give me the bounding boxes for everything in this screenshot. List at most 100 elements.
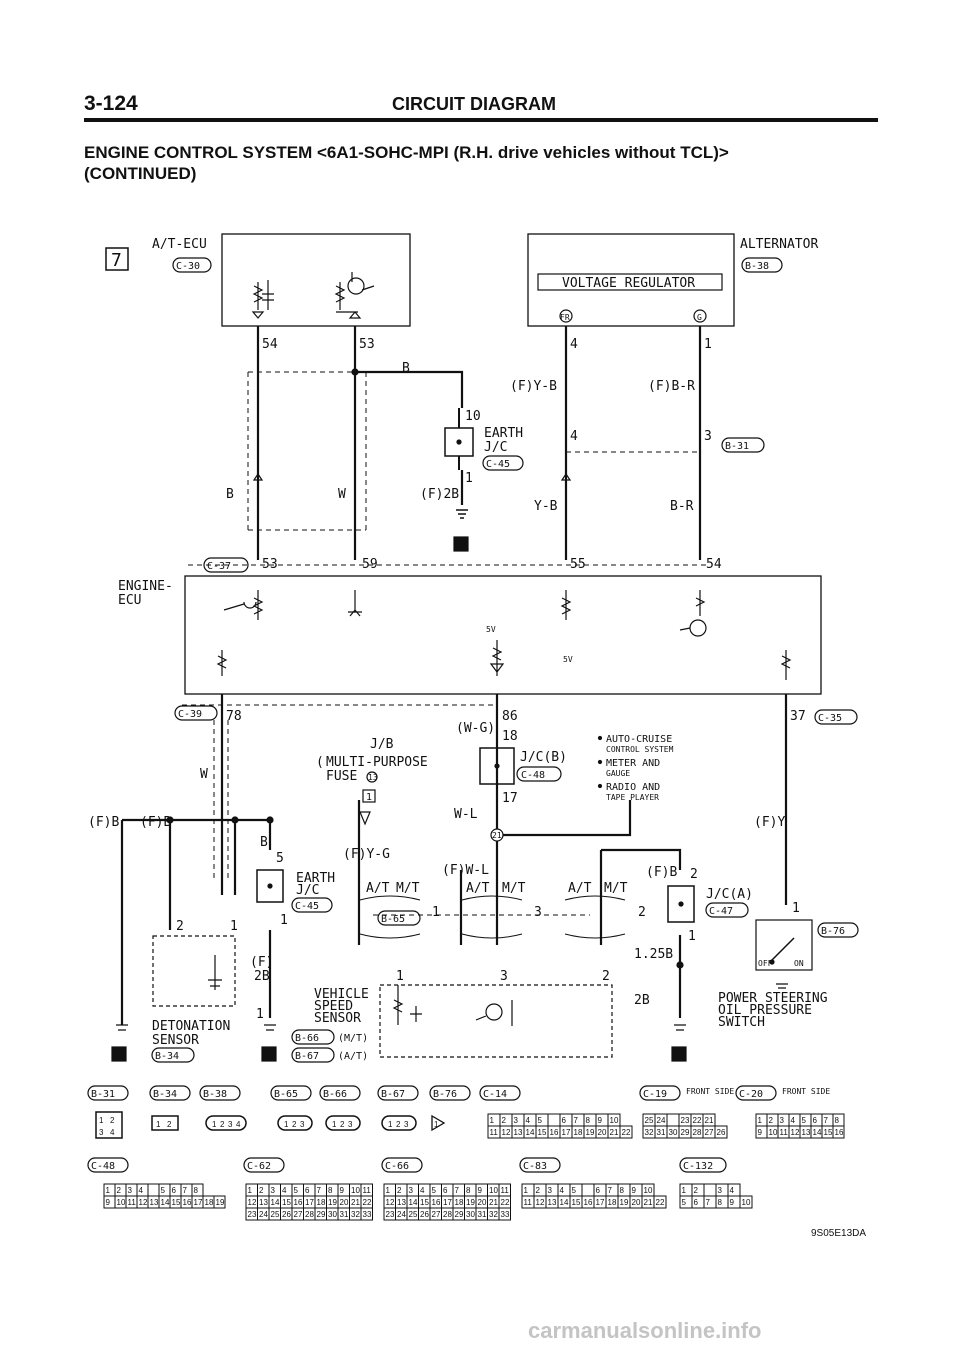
svg-text:1: 1 xyxy=(99,1116,104,1125)
svg-text:C-20: C-20 xyxy=(739,1089,763,1100)
connector-c62-pin: 3 xyxy=(271,1186,276,1195)
connector-c66-pin: 26 xyxy=(420,1210,429,1219)
connector-c20-pin: 9 xyxy=(758,1128,763,1137)
connector-c132-pin: 6 xyxy=(694,1198,699,1207)
watermark: carmanualsonline.info xyxy=(528,1318,762,1343)
connector-c83-pin: 10 xyxy=(644,1186,653,1195)
b31-label: B-31 xyxy=(721,437,765,453)
connector-c14-pin: 17 xyxy=(562,1128,571,1137)
connector-c48-pin: 14 xyxy=(161,1198,170,1207)
svg-text:Y-B: Y-B xyxy=(534,499,558,514)
connector-c19-pin: 29 xyxy=(681,1128,690,1137)
connector-c62-pin: 16 xyxy=(294,1198,303,1207)
svg-text:B-67: B-67 xyxy=(295,1051,319,1062)
connector-c62-pin: 13 xyxy=(259,1198,268,1207)
connector-c48-pin: 18 xyxy=(205,1198,214,1207)
svg-text:78: 78 xyxy=(226,709,242,724)
svg-text:1: 1 xyxy=(230,919,238,934)
connector-c20-pin: 8 xyxy=(835,1116,840,1125)
connector-c66-pin: 2 xyxy=(397,1186,402,1195)
svg-text:ON: ON xyxy=(794,959,804,968)
connector-c83-pin: 15 xyxy=(572,1198,581,1207)
svg-text:2: 2 xyxy=(396,1120,401,1129)
svg-text:3: 3 xyxy=(404,1120,409,1129)
svg-text:2: 2 xyxy=(220,1120,225,1129)
section-marker: 7 xyxy=(105,247,129,271)
connector-c20-pin: 10 xyxy=(769,1128,778,1137)
connector-c83-pin: 18 xyxy=(608,1198,617,1207)
connector-c48-pin: 4 xyxy=(139,1186,144,1195)
connector-c20-pin: 6 xyxy=(813,1116,818,1125)
connector-c20-cell xyxy=(832,1125,845,1139)
svg-text:C-45: C-45 xyxy=(486,459,510,470)
svg-text:1: 1 xyxy=(366,792,372,803)
connector-c62-pin: 25 xyxy=(271,1210,280,1219)
svg-text:G: G xyxy=(697,313,702,322)
connector-c62-pin: 6 xyxy=(305,1186,310,1195)
jc-b: J/C(B) C-48 xyxy=(479,747,567,785)
svg-text:(F)B: (F)B xyxy=(140,815,171,830)
connector-c132-pin: 8 xyxy=(718,1198,723,1207)
svg-text:1: 1 xyxy=(792,901,800,916)
svg-text:J/C(B): J/C(B) xyxy=(520,750,567,765)
connector-c83-cell xyxy=(653,1195,667,1209)
svg-text:4: 4 xyxy=(110,1128,115,1137)
connector-c66-pin: 9 xyxy=(478,1186,483,1195)
shield-lower xyxy=(182,704,590,916)
connector-c19-cell xyxy=(714,1125,728,1139)
subtitle-line-2: (CONTINUED) xyxy=(84,164,197,183)
connector-c62-pin: 33 xyxy=(363,1210,372,1219)
connector-c83-pin: 20 xyxy=(632,1198,641,1207)
svg-text:3: 3 xyxy=(704,429,712,444)
svg-text:M/T: M/T xyxy=(396,881,420,896)
svg-text:SPEED: SPEED xyxy=(314,999,353,1014)
svg-text:55: 55 xyxy=(570,557,586,572)
svg-text:C-30: C-30 xyxy=(176,261,200,272)
connector-c62-pin: 27 xyxy=(294,1210,303,1219)
svg-text:B: B xyxy=(402,361,410,376)
svg-text:(F): (F) xyxy=(250,955,273,970)
page-title: CIRCUIT DIAGRAM xyxy=(392,94,556,114)
connector-c62-pin: 30 xyxy=(328,1210,337,1219)
svg-text:1: 1 xyxy=(688,929,696,944)
svg-text:(F)B-R: (F)B-R xyxy=(648,379,695,394)
connector-c66-pin: 14 xyxy=(409,1198,418,1207)
connector-c48-pin: 15 xyxy=(172,1198,181,1207)
svg-text:17: 17 xyxy=(502,791,518,806)
fuse-21: 21 xyxy=(490,828,504,842)
connector-c14-pin: 2 xyxy=(502,1116,507,1125)
diagram-subtitle: ENGINE CONTROL SYSTEM <6A1-SOHC-MPI (R.H… xyxy=(84,142,904,184)
svg-text:SENSOR: SENSOR xyxy=(152,1033,199,1048)
svg-text:59: 59 xyxy=(362,557,378,572)
connector-c20-pin: 11 xyxy=(780,1128,789,1137)
connector-c83-pin: 13 xyxy=(548,1198,557,1207)
connector-c62-pin: 17 xyxy=(305,1198,314,1207)
pin-numbers: 54 53 4 1 10 1 4 3 53 59 55 54 78 86 18 … xyxy=(176,337,806,1022)
svg-text:C-19: C-19 xyxy=(643,1089,667,1100)
svg-text:B-38: B-38 xyxy=(745,261,769,272)
connector-c48-pin: 17 xyxy=(194,1198,203,1207)
connector-c19-cell xyxy=(666,1113,680,1127)
svg-text:B-31: B-31 xyxy=(91,1089,115,1100)
connector-c14-pin: 3 xyxy=(514,1116,519,1125)
svg-text:(M/T): (M/T) xyxy=(338,1033,368,1044)
svg-text:B: B xyxy=(226,487,234,502)
svg-text:M/T: M/T xyxy=(502,881,526,896)
notes: AUTO-CRUISE CONTROL SYSTEM METER AND GAU… xyxy=(597,734,674,802)
svg-text:B-34: B-34 xyxy=(155,1051,179,1062)
svg-text:B-34: B-34 xyxy=(153,1089,177,1100)
connector-c62-pin: 19 xyxy=(328,1198,337,1207)
connector-c62-pin: 31 xyxy=(340,1210,349,1219)
at-ecu: A/T-ECU C-30 xyxy=(152,233,411,327)
connector-c48-pin: 2 xyxy=(117,1186,122,1195)
svg-text:(A/T): (A/T) xyxy=(338,1051,368,1062)
connector-c83-pin: 6 xyxy=(596,1186,601,1195)
connector-c20-pin: 2 xyxy=(769,1116,774,1125)
svg-text:21: 21 xyxy=(492,831,502,840)
svg-text:POWER STEERING: POWER STEERING xyxy=(718,991,828,1006)
